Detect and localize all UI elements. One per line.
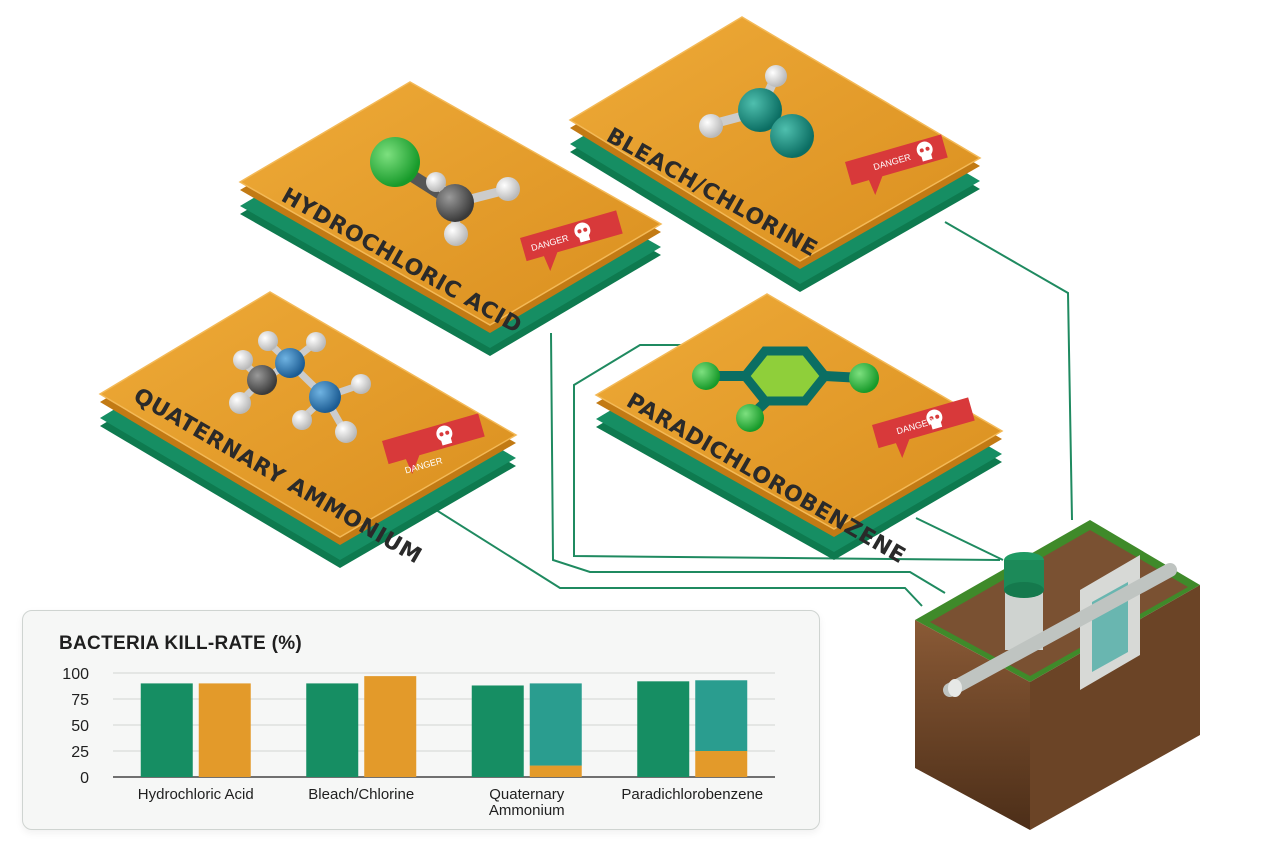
skull-icon bbox=[574, 222, 591, 243]
category-label: Paradichlorobenzene bbox=[621, 786, 763, 803]
bar-orange bbox=[198, 683, 251, 777]
benzene-molecule bbox=[692, 346, 879, 432]
y-tick-label: 100 bbox=[62, 666, 89, 683]
chart-title: BACTERIA KILL-RATE (%) bbox=[59, 633, 303, 654]
category-label: Hydrochloric Acid bbox=[138, 786, 254, 803]
skull-icon bbox=[436, 425, 453, 446]
y-tick-label: 50 bbox=[71, 718, 89, 735]
card-paradichlorobenzene: DANGER PARADICHLOROBENZENE bbox=[594, 293, 1004, 569]
bar-orange bbox=[529, 765, 582, 777]
skull-icon bbox=[926, 409, 943, 430]
danger-badge: DANGER bbox=[845, 134, 948, 195]
bar-green bbox=[471, 685, 524, 777]
skull-icon bbox=[916, 141, 933, 162]
septic-tank-icon bbox=[915, 520, 1200, 830]
connector-hcl bbox=[550, 332, 946, 594]
bar-green bbox=[140, 683, 193, 777]
card-bleach-chlorine: DANGER BLEACH/CHLORINE bbox=[568, 16, 982, 292]
connector-bleach bbox=[944, 221, 1073, 521]
category-label: Quaternary bbox=[489, 786, 565, 803]
connector-para-left bbox=[573, 344, 1001, 561]
danger-badge: DANGER bbox=[520, 210, 623, 271]
bar-orange bbox=[695, 751, 748, 777]
bar-teal bbox=[695, 680, 748, 751]
y-tick-label: 75 bbox=[71, 692, 89, 709]
bar-green bbox=[637, 681, 690, 777]
y-tick-label: 25 bbox=[71, 744, 89, 761]
hcl-molecule bbox=[370, 137, 520, 246]
bar-teal bbox=[529, 683, 582, 766]
danger-badge: DANGER bbox=[872, 397, 975, 458]
connector-lines bbox=[432, 221, 1073, 607]
ammonium-molecule bbox=[229, 331, 371, 443]
category-label: Ammonium bbox=[489, 802, 565, 819]
category-label: Bleach/Chlorine bbox=[308, 786, 414, 803]
card-quaternary-ammonium: DANGER QUATERNARY AMMONIUM bbox=[98, 291, 518, 569]
y-tick-label: 0 bbox=[80, 770, 89, 787]
bar-green bbox=[306, 683, 359, 777]
bar-orange bbox=[364, 676, 417, 777]
connector-quat bbox=[432, 507, 923, 607]
bleach-molecule bbox=[699, 65, 814, 158]
connector-para-right bbox=[915, 517, 1004, 561]
